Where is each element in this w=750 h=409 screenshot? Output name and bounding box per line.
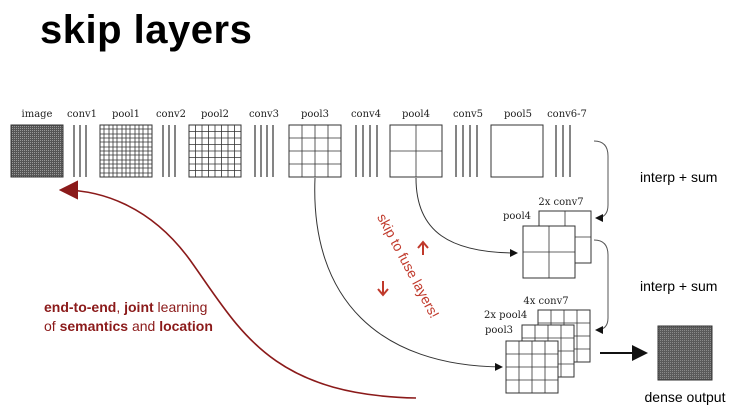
pool3-block [288,124,342,178]
image-block [10,124,64,178]
stage2-side-label: pool3 [485,325,513,336]
label-pool2: pool2 [201,109,229,120]
pool4-block [389,124,443,178]
pool1-block [99,124,153,178]
interp-sum-label-2: interp + sum [640,278,717,294]
dense-output-label: dense output [645,389,726,405]
end-to-end-arrow [58,180,417,399]
label-conv3: conv3 [249,109,279,120]
stage2-top-label: 4x conv7 [523,296,568,307]
conv5-bars [455,125,478,177]
label-conv6-7: conv6-7 [547,109,587,120]
caption-comma: , [116,299,125,315]
caption-of: of [44,318,60,334]
caption-semantics: semantics [59,318,129,334]
label-pool5: pool5 [504,109,532,120]
bracket-connector-2 [593,239,609,334]
caption-learning: learning [153,299,208,315]
conv6-7-bars [555,125,571,177]
stage1-top-label: 2x conv7 [538,197,583,208]
skip-curve-pool3 [314,177,503,371]
caption: end-to-end, joint learning of semantics … [44,298,213,336]
caption-and: and [128,318,160,334]
conv4-bars [355,125,378,177]
label-conv4: conv4 [351,109,381,120]
label-pool3: pool3 [301,109,329,120]
caption-joint: joint [124,299,154,315]
interp-sum-label-1: interp + sum [640,169,717,185]
label-conv1: conv1 [67,109,97,120]
dense-output-block [657,325,713,381]
slide-title: skip layers [40,8,253,52]
conv2-bars [162,125,176,177]
conv3-bars [254,125,274,177]
pool2-block [188,124,242,178]
skip-curve-pool4 [415,177,518,257]
label-image: image [22,109,53,120]
label-pool4: pool4 [402,109,430,120]
label-pool1: pool1 [112,109,140,120]
caption-location: location [159,318,213,334]
stage1-side-label: pool4 [503,211,531,222]
skip-arrow-down [377,281,389,297]
pool5-block [490,124,544,178]
label-conv2: conv2 [156,109,186,120]
caption-end-to-end: end-to-end [44,299,117,315]
label-conv5: conv5 [453,109,483,120]
bracket-connector-1 [593,140,609,222]
stage2-pool3-block [505,340,559,394]
conv1-bars [73,125,87,177]
stage1-pool4-block [522,225,576,279]
skip-arrow-up [417,240,429,255]
stage2-mid-label: 2x pool4 [484,310,527,321]
